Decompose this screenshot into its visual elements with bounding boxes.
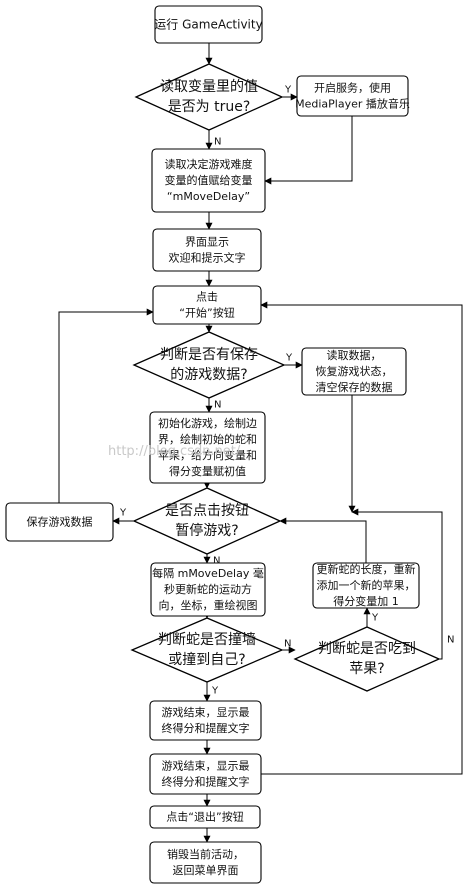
edge-label-no: N	[214, 400, 221, 411]
node-text-destroy: 销毁当前活动，	[167, 847, 244, 861]
node-click-exit	[149, 805, 261, 829]
watermark-text: http://blog.csdn.net/	[108, 444, 241, 459]
decision-check-wall	[130, 617, 284, 683]
node-text-check-var: 读取变量里的值	[160, 78, 258, 95]
node-text-click-exit: 点击“退出”按钮	[166, 810, 243, 824]
node-text-init: 得分变量赋初值	[169, 464, 246, 478]
node-text-read-difficulty: 变量的值赋给变量	[165, 173, 253, 187]
node-start	[154, 5, 263, 44]
edge-label-yes: Y	[211, 686, 219, 697]
node-text-update: 每隔 mMoveDelay 毫	[152, 566, 264, 580]
connector-3	[264, 116, 353, 185]
node-text-click-start: 点击	[196, 291, 218, 304]
node-text-init: 苹果，给方向变量和	[158, 448, 257, 462]
node-game-over-2	[149, 753, 262, 795]
node-text-check-apple: 判断蛇是否吃到	[318, 641, 416, 657]
node-text-restore: 清空保存的数据	[316, 380, 393, 394]
decision-check-pause	[132, 487, 282, 555]
node-restore	[301, 347, 407, 396]
node-text-grow: 更新蛇的长度，重新	[317, 562, 416, 576]
node-text-click-start: “开始”按钮	[179, 305, 234, 319]
node-text-destroy: 返回菜单界面	[173, 864, 239, 877]
node-click-start	[152, 285, 262, 325]
node-text-check-saved: 的游戏数据?	[170, 367, 247, 383]
node-text-grow: 添加一个新的苹果，	[317, 578, 416, 592]
node-text-check-pause: 是否点击按钮	[165, 503, 249, 519]
edge-label-no: N	[447, 635, 454, 646]
node-text-music: 开启服务，使用	[314, 82, 391, 95]
node-text-init: 界，绘制初始的蛇和	[158, 432, 257, 446]
node-text-start: 运行 GameActivity	[154, 18, 262, 32]
decision-check-saved	[132, 331, 286, 399]
connector-17	[279, 517, 367, 563]
node-destroy	[149, 841, 262, 884]
edge-label-no: N	[213, 556, 220, 567]
node-save	[5, 502, 114, 542]
node-text-welcome: 界面显示	[185, 236, 229, 249]
node-game-over-1	[149, 700, 262, 741]
node-text-check-wall: 或撞到自己?	[168, 652, 245, 668]
node-text-restore: 恢复游戏状态，	[316, 364, 393, 378]
node-grow	[312, 562, 420, 609]
edge-label-no: N	[284, 639, 291, 650]
edge-label-yes: Y	[285, 353, 293, 364]
node-text-game-over-2: 游戏结束，显示最	[162, 760, 250, 773]
edge-label-yes: Y	[371, 613, 379, 624]
node-text-check-pause: 暂停游戏?	[175, 522, 238, 539]
node-text-update: 秒更新蛇的运动方	[164, 582, 252, 596]
node-text-game-over-1: 游戏结束，显示最	[162, 706, 250, 719]
node-text-save: 保存游戏数据	[27, 515, 93, 529]
node-text-game-over-2: 终得分和提醒文字	[162, 774, 250, 788]
decision-check-apple	[293, 626, 441, 692]
node-text-init: 初始化游戏，绘制边	[158, 416, 257, 430]
node-welcome	[152, 228, 262, 272]
node-update	[150, 562, 266, 617]
edge-label-no: N	[214, 137, 221, 148]
node-text-read-difficulty: 读取决定游戏难度	[165, 157, 253, 171]
node-text-check-wall: 判断蛇是否撞墙	[158, 632, 256, 648]
node-text-check-var: 是否为 true?	[168, 99, 251, 115]
node-text-game-over-1: 终得分和提醒文字	[162, 721, 250, 735]
node-text-music: MediaPlayer 播放音乐	[295, 96, 410, 110]
node-text-grow: 得分变量加 1	[333, 594, 399, 608]
edge-label-yes: Y	[284, 85, 292, 96]
node-text-check-apple: 苹果?	[349, 661, 384, 677]
connector-21	[260, 301, 463, 775]
edge-label-yes: Y	[119, 508, 127, 519]
node-init	[149, 411, 266, 484]
node-text-restore: 读取数据，	[327, 348, 382, 362]
connector-12	[58, 308, 154, 503]
node-text-update: 向，坐标，重绘视图	[159, 598, 258, 612]
node-read-difficulty	[151, 148, 266, 213]
decision-check-var	[134, 63, 284, 131]
node-text-read-difficulty: “mMoveDelay”	[167, 190, 250, 203]
node-music	[296, 75, 409, 117]
node-text-check-saved: 判断是否有保存	[160, 347, 258, 363]
node-text-welcome: 欢迎和提示文字	[169, 250, 246, 264]
